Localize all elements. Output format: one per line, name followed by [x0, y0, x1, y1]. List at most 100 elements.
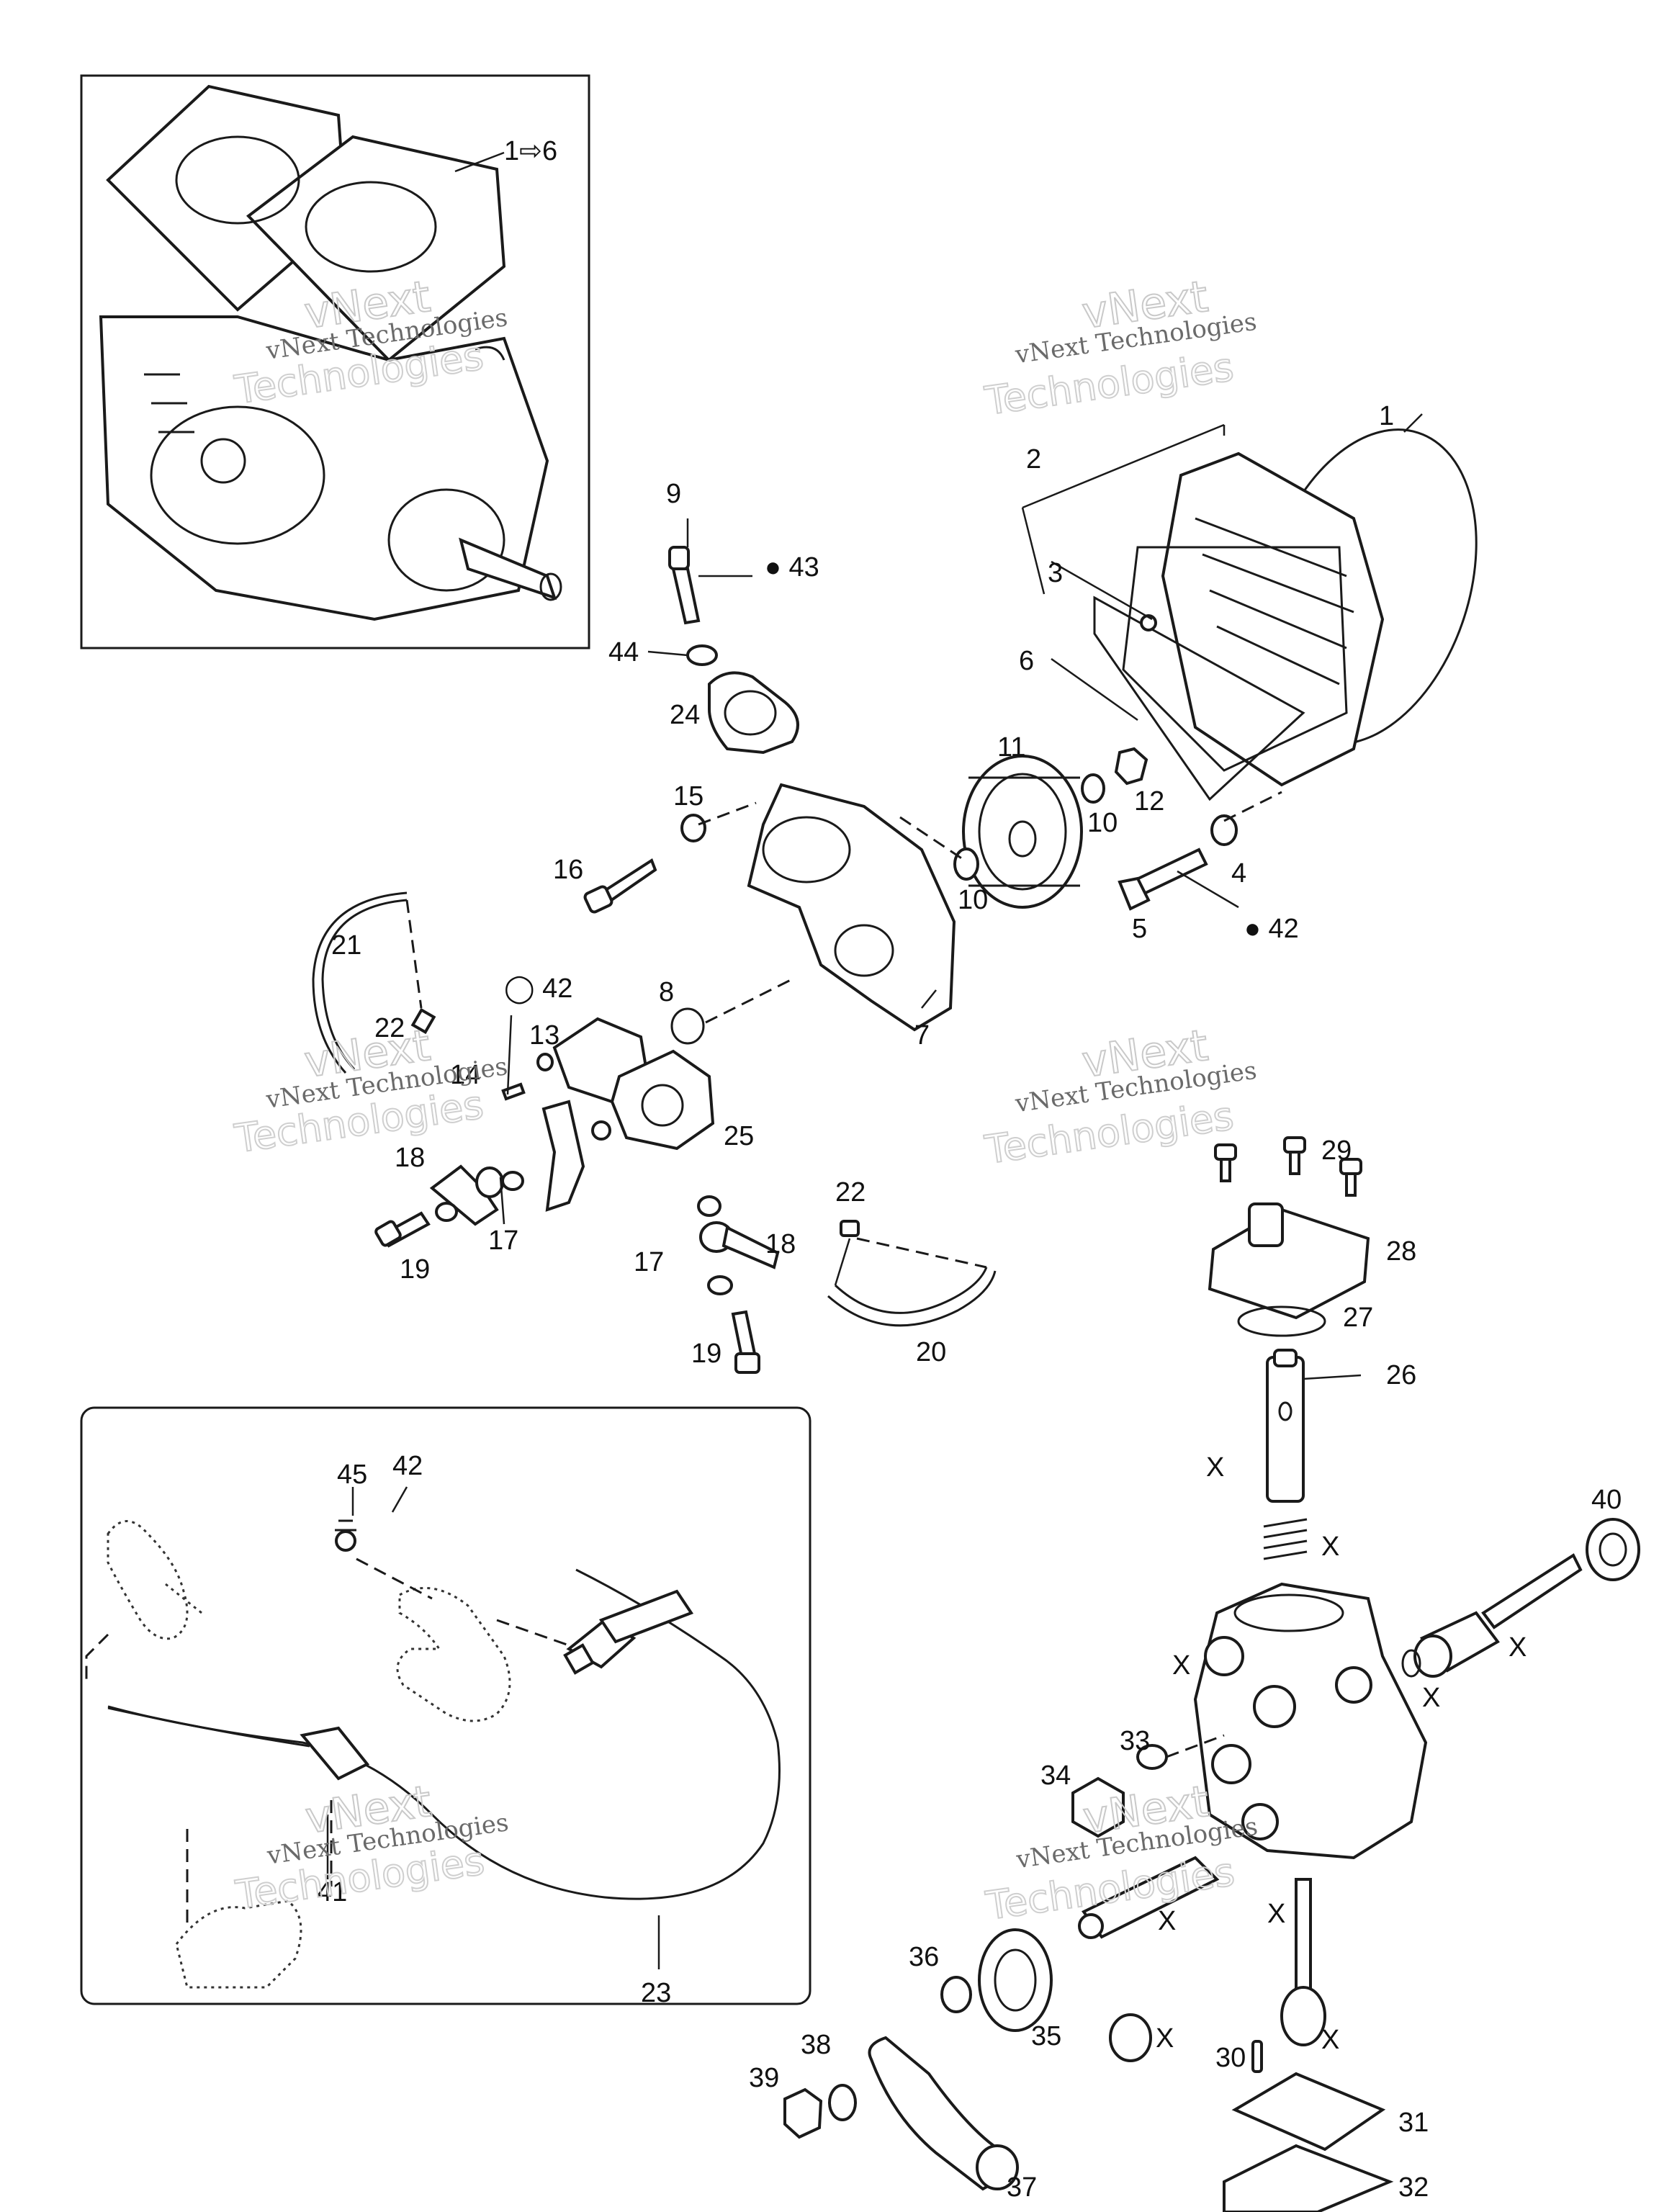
callout-24: 24 — [670, 700, 700, 730]
callout-43: ● 43 — [765, 552, 819, 583]
banjo-fitting-18-right — [699, 1221, 780, 1269]
x-marker: X — [1509, 1632, 1527, 1663]
x-marker: X — [1267, 1899, 1285, 1929]
callout-30: 30 — [1215, 2043, 1246, 2073]
plate-32 — [1223, 2144, 1394, 2212]
pin-14 — [501, 1082, 526, 1101]
callout-4: 4 — [1231, 858, 1246, 889]
throttle-cable-illustration — [85, 1519, 781, 1989]
callout-9: 9 — [666, 479, 681, 509]
callout-17-right: 17 — [634, 1247, 664, 1277]
callout-2: 2 — [1026, 444, 1041, 475]
x-marker: X — [1158, 1906, 1176, 1936]
callout-36: 36 — [909, 1942, 939, 1972]
callout-3: 3 — [1048, 558, 1063, 588]
hose-clip-22-right — [840, 1220, 860, 1237]
callout-42-inset: 42 — [392, 1451, 423, 1481]
callout-38: 38 — [801, 2030, 831, 2060]
nut-39 — [783, 2087, 823, 2139]
watermark-top-left: vNext vNext Technologies Technologies — [231, 271, 510, 413]
callout-33: 33 — [1120, 1726, 1150, 1756]
callout-27: 27 — [1343, 1303, 1373, 1333]
callout-23: 23 — [641, 1978, 671, 2008]
callout-39: 39 — [749, 2063, 779, 2093]
x-marker: X — [1206, 1452, 1224, 1483]
screw-16 — [583, 858, 657, 914]
engine-parts-range-label: 1⇨6 — [504, 136, 557, 166]
washer-36 — [940, 1976, 972, 2013]
callout-11: 11 — [997, 732, 1025, 763]
gasket-24 — [708, 671, 799, 755]
callout-22-right: 22 — [835, 1177, 866, 1208]
bolt-5 — [1118, 848, 1208, 911]
lock-washer-15 — [680, 814, 706, 842]
callout-40: 40 — [1591, 1485, 1622, 1515]
spring — [1263, 1518, 1308, 1560]
gear-35 — [978, 1928, 1053, 2032]
callout-41: 41 — [317, 1877, 347, 1907]
hose-clip-22-left — [410, 1007, 436, 1035]
callout-14: 14 — [450, 1060, 480, 1090]
watermark-bottom-left: vNext vNext Technologies Technologies — [232, 1776, 511, 1918]
plug-34 — [1071, 1776, 1125, 1838]
oil-hose-20 — [834, 1267, 988, 1314]
callout-32: 32 — [1398, 2172, 1429, 2203]
rotary-valve-cover-assembly — [1021, 423, 1478, 801]
x-marker: X — [1321, 1532, 1339, 1562]
drive-shaft-lower — [1280, 1878, 1326, 2046]
washer-17-lower — [707, 1275, 733, 1295]
callout-44: 44 — [608, 637, 639, 667]
callout-6: 6 — [1019, 646, 1034, 676]
washer-44 — [686, 644, 718, 666]
callout-10-upper: 10 — [1087, 808, 1118, 838]
washer-4 — [1210, 814, 1238, 846]
callout-1: 1 — [1379, 401, 1394, 431]
callout-18-right: 18 — [765, 1229, 796, 1259]
callout-42-left: ◯ 42 — [504, 974, 572, 1004]
o-ring-27 — [1237, 1305, 1326, 1337]
callout-12: 12 — [1134, 786, 1164, 817]
oil-hose-21 — [312, 891, 408, 1074]
pump-shaft — [1078, 1856, 1220, 1939]
watermark-mid-left: vNext vNext Technologies Technologies — [231, 1020, 510, 1162]
callout-20: 20 — [916, 1337, 946, 1367]
o-ring-8 — [670, 1007, 705, 1045]
pin-30 — [1251, 2040, 1263, 2073]
x-marker: X — [1156, 2023, 1174, 2054]
callout-16: 16 — [553, 855, 583, 885]
washer-17-right — [501, 1171, 524, 1191]
callout-8: 8 — [659, 977, 674, 1007]
x-marker: X — [1172, 1650, 1190, 1681]
bolt-19-right — [731, 1310, 760, 1374]
callout-19-right: 19 — [691, 1339, 721, 1369]
nut-12 — [1114, 747, 1148, 786]
o-ring-small — [1401, 1649, 1421, 1678]
valve-assembly-40 — [1413, 1518, 1640, 1678]
x-marker: X — [1321, 2025, 1339, 2055]
washer-17-left — [435, 1202, 458, 1222]
callout-25: 25 — [724, 1121, 754, 1151]
pump-cover-28 — [1208, 1202, 1370, 1320]
gasket-31 — [1231, 2072, 1386, 2152]
washer-10-upper — [1081, 773, 1105, 804]
cable-inset-frame — [80, 1406, 811, 2005]
x-marker: X — [1422, 1683, 1440, 1713]
callout-26: 26 — [1386, 1360, 1416, 1390]
callout-29: 29 — [1321, 1136, 1352, 1166]
callout-42-right: ● 42 — [1244, 914, 1299, 944]
washer-17-upper — [697, 1195, 721, 1217]
callout-21: 21 — [331, 930, 361, 961]
callout-5: 5 — [1132, 914, 1147, 944]
callout-45: 45 — [337, 1460, 367, 1490]
engine-inset-frame — [80, 74, 590, 649]
screws-29 — [1214, 1136, 1362, 1197]
washer-10-lower — [953, 848, 979, 881]
seal-x — [1109, 2013, 1152, 2062]
callout-17-left: 17 — [488, 1226, 518, 1256]
callout-15: 15 — [673, 781, 703, 811]
screw-9 — [668, 546, 701, 625]
lock-washer-38 — [828, 2084, 857, 2121]
callout-37: 37 — [1007, 2172, 1037, 2203]
oil-pump-assembly — [541, 1017, 715, 1212]
